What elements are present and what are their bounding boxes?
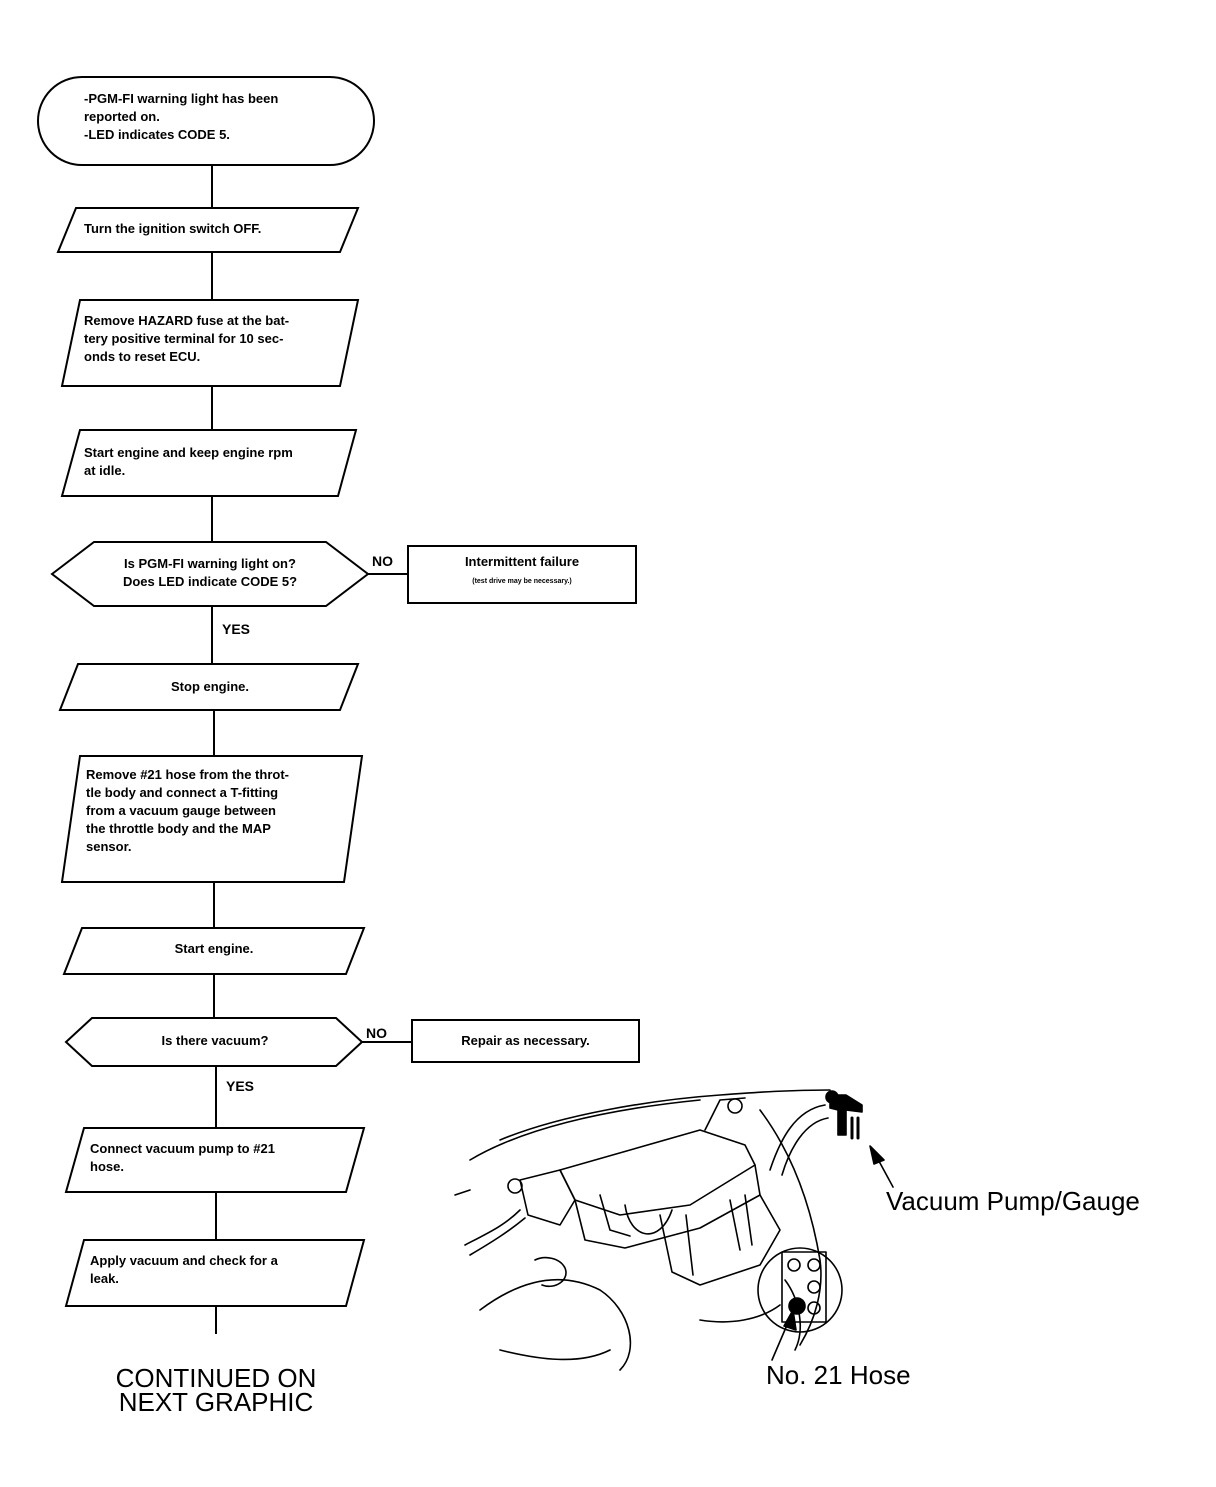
engine-illustration [454, 1089, 894, 1371]
decision2-no-label: NO [366, 1025, 387, 1041]
step-remove-hazard-fuse: Remove HAZARD fuse at the bat- tery posi… [84, 313, 290, 364]
step-box [60, 755, 364, 883]
decision-box [50, 541, 370, 607]
result-intermittent-note: (test drive may be necessary.) [472, 578, 572, 585]
step-remove-hose: Remove #21 hose from the throt- tle body… [86, 767, 289, 854]
callout-no21-hose: No. 21 Hose [766, 1360, 911, 1390]
decision-vacuum: Is there vacuum? [161, 1033, 269, 1048]
step-start-engine-idle: Start engine and keep engine rpm at idle… [84, 445, 293, 478]
step-box [56, 207, 360, 253]
decision2-yes-label: YES [226, 1078, 255, 1094]
step-box [62, 927, 366, 975]
decision-warning-light: Is PGM-FI warning light on? Does LED ind… [122, 556, 298, 589]
start-terminator-text: -PGM-FI warning light has been reported … [84, 91, 279, 142]
step-box [64, 1239, 366, 1307]
step-connect-vacuum-pump: Connect vacuum pump to #21 hose. [90, 1141, 275, 1174]
callout-vacuum-pump: Vacuum Pump/Gauge [886, 1186, 1140, 1216]
step-apply-vacuum: Apply vacuum and check for a leak. [90, 1253, 278, 1286]
step-box [58, 663, 360, 711]
result-intermittent-failure: Intermittent failure [464, 554, 580, 569]
decision-box [64, 1017, 364, 1067]
step-box [60, 429, 358, 497]
decision1-yes-label: YES [222, 621, 251, 637]
step-box [64, 1127, 366, 1193]
start-terminator [37, 76, 375, 166]
step-box [60, 299, 360, 387]
result-box [407, 545, 637, 604]
step-ignition-off: Turn the ignition switch OFF. [84, 221, 262, 236]
result-box [411, 1019, 640, 1063]
step-stop-engine: Stop engine. [171, 679, 249, 694]
decision1-no-label: NO [372, 553, 393, 569]
step-start-engine: Start engine. [174, 941, 254, 956]
continued-note: CONTINUED ON NEXT GRAPHIC [115, 1363, 317, 1417]
result-repair: Repair as necessary. [461, 1033, 590, 1048]
